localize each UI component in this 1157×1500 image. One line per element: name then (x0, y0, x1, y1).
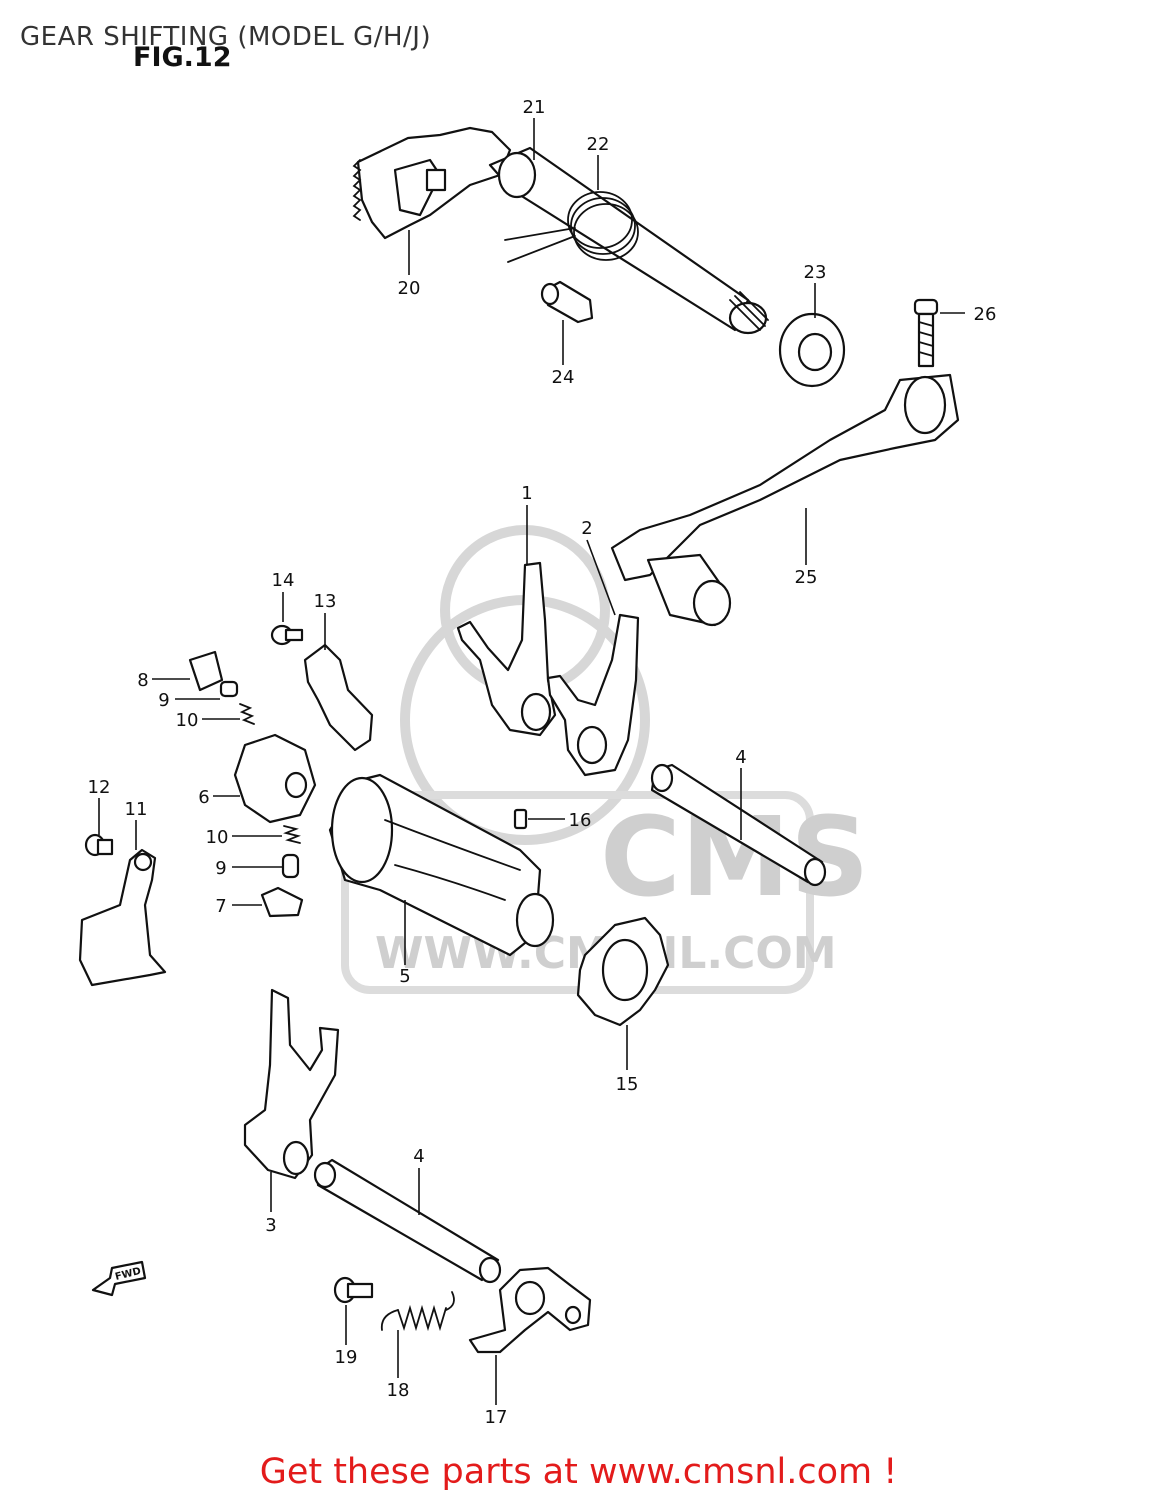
callout-labels: 21 22 20 23 24 26 25 1 2 4 14 13 8 9 10 … (88, 97, 997, 1428)
callout-26: 26 (974, 304, 997, 325)
part-dowel-16 (513, 808, 528, 830)
callout-10-upper: 10 (176, 710, 199, 731)
part-bolt-26 (913, 298, 939, 368)
callout-5: 5 (399, 966, 410, 987)
get-parts-link[interactable]: Get these parts at www.cmsnl.com ! (259, 1452, 898, 1492)
part-shift-drum-5 (328, 773, 555, 957)
part-shift-fork-3 (243, 988, 340, 1180)
part-spring-10-upper (239, 703, 255, 725)
part-bracket-11 (78, 848, 167, 987)
part-fork-shaft-4-upper (650, 763, 827, 887)
part-fork-shaft-4-lower (313, 1158, 502, 1284)
callout-7: 7 (215, 896, 226, 917)
callout-14: 14 (272, 570, 295, 591)
callout-3: 3 (265, 1215, 276, 1236)
callout-6: 6 (198, 787, 209, 808)
part-stopper-cam-6 (233, 733, 317, 824)
part-screw-14 (270, 624, 304, 646)
callout-4-upper: 4 (735, 747, 746, 768)
callout-15: 15 (616, 1074, 639, 1095)
callout-19: 19 (335, 1347, 358, 1368)
callout-11: 11 (125, 799, 148, 820)
callout-25: 25 (795, 567, 818, 588)
part-shift-fork-1 (456, 561, 557, 737)
callout-20: 20 (398, 278, 421, 299)
part-bolt-24 (540, 280, 594, 324)
part-shift-shaft-gear-plate (352, 126, 512, 240)
callout-2: 2 (581, 518, 592, 539)
part-pawl-7 (260, 886, 304, 918)
callout-13: 13 (314, 591, 337, 612)
callout-4-lower: 4 (413, 1146, 424, 1167)
part-spring-18 (380, 1291, 455, 1332)
callout-9-lower: 9 (215, 858, 226, 879)
part-bolt-19 (333, 1276, 374, 1304)
callout-8: 8 (137, 670, 148, 691)
part-pawl-8 (188, 650, 224, 692)
part-return-spring (504, 191, 639, 263)
page-title: GEAR SHIFTING (MODEL G/H/J) (20, 22, 432, 52)
callout-21: 21 (523, 97, 546, 118)
callout-18: 18 (387, 1380, 410, 1401)
part-gear-shift-lever-25 (610, 373, 960, 627)
callout-12: 12 (88, 777, 111, 798)
part-gear-cam-15 (576, 916, 670, 1027)
callout-10-lower: 10 (206, 827, 229, 848)
callout-9-upper: 9 (158, 690, 169, 711)
part-screw-12 (84, 833, 114, 857)
callout-23: 23 (804, 262, 827, 283)
callout-24: 24 (552, 367, 575, 388)
part-pin-9-upper (219, 680, 239, 698)
part-oil-seal-23 (778, 312, 846, 388)
callout-1: 1 (521, 483, 532, 504)
part-stopper-plate-13 (303, 643, 374, 752)
part-shift-shaft (488, 146, 769, 335)
part-spring-10-lower (283, 825, 301, 844)
part-shift-fork-2 (546, 613, 640, 777)
part-pin-9-lower (281, 853, 300, 879)
leader-lines (98, 118, 965, 1405)
figure-label: FIG.12 (133, 42, 232, 73)
callout-16: 16 (569, 810, 592, 831)
callout-22: 22 (587, 134, 610, 155)
part-shift-arm-17 (468, 1266, 592, 1354)
callout-17: 17 (485, 1407, 508, 1428)
direction-marker: FWD (91, 1260, 147, 1297)
